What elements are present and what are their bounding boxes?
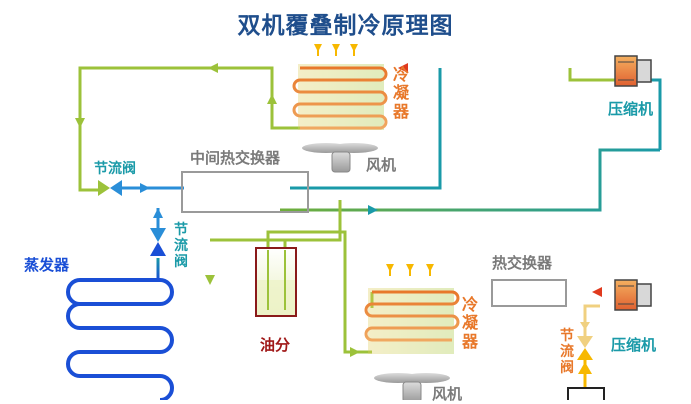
throttle-right-label: 节流阀 [560, 328, 574, 377]
hx-outlet-line [290, 68, 442, 190]
fan-top-label: 风机 [366, 156, 397, 174]
oil-separator-icon [255, 247, 297, 317]
compressor-top-label: 压缩机 [608, 100, 654, 118]
flow-arrow [350, 347, 360, 357]
flow-arrow [267, 94, 277, 104]
heat-rise-arrow-icon [314, 44, 358, 56]
heat-exchanger-icon [181, 171, 309, 213]
condenser-top-label: 冷凝器 [392, 65, 409, 121]
heat-rise-arrow-icon [386, 264, 434, 276]
intermediate-hx-label: 中间热交换器 [190, 149, 281, 167]
flow-arrow [578, 362, 592, 374]
oil-separator-label: 油分 [260, 336, 291, 354]
flow-arrow [140, 183, 150, 193]
bottom-receiver-box [567, 387, 605, 400]
liquid-line-top [78, 66, 300, 192]
evaporator-coil-icon [66, 278, 174, 400]
flow-arrow [368, 205, 378, 215]
compressor-icon [614, 279, 652, 311]
compressor-icon [614, 55, 652, 87]
diagram-title: 双机覆叠制冷原理图 [237, 13, 454, 39]
flow-arrow [580, 322, 590, 330]
evaporator-feed-line [80, 258, 160, 282]
bottom-suction-line [583, 304, 600, 336]
compressor-bottom-label: 压缩机 [611, 336, 657, 354]
flow-arrow [205, 275, 215, 285]
flow-arrow [208, 63, 218, 73]
flow-arrow [153, 208, 163, 218]
evaporator-label: 蒸发器 [24, 256, 70, 274]
fan-icon [302, 143, 378, 173]
condenser-coil-icon [292, 64, 388, 130]
hx-to-right-line [280, 148, 660, 212]
suction-line-top [568, 68, 615, 82]
fan-bottom-label: 风机 [432, 385, 463, 403]
flow-arrow [398, 63, 408, 73]
flow-arrow [75, 118, 85, 128]
condenser-coil-icon [364, 288, 460, 354]
throttle-left-label: 节流阀 [94, 161, 136, 177]
throttle-mid-label: 节流阀 [174, 222, 188, 271]
cascade-line-b [210, 200, 342, 242]
flow-arrow [592, 287, 602, 297]
throttle-valve-icon [150, 228, 166, 256]
heat-exchanger-icon [491, 279, 567, 307]
throttle-valve-icon [98, 180, 122, 196]
heat-exchanger-label: 热交换器 [492, 254, 553, 272]
condenser-bottom-label: 冷凝器 [461, 295, 478, 351]
fan-icon [374, 373, 450, 400]
throttle-valve-icon [577, 336, 593, 360]
